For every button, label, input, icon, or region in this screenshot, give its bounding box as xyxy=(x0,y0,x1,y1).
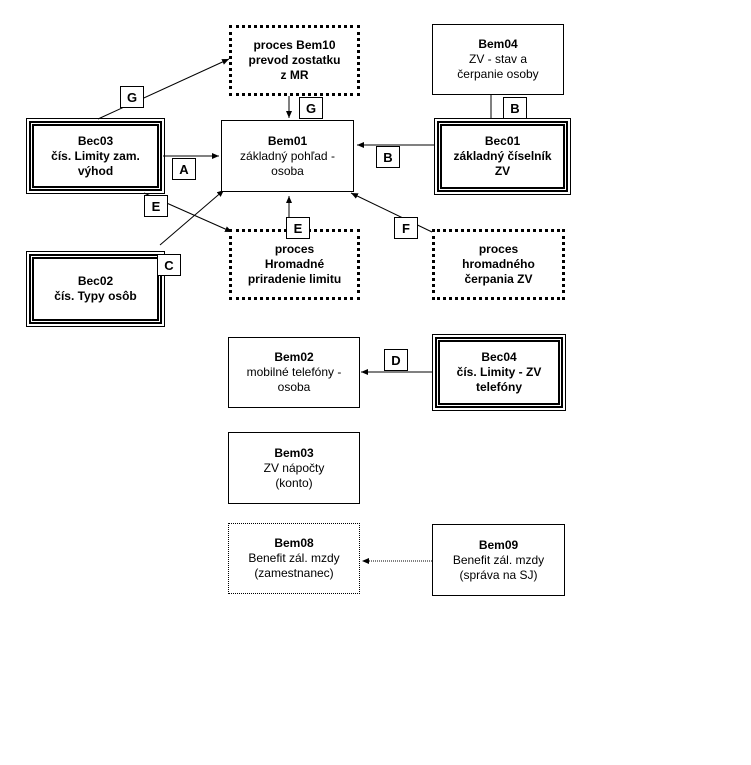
bec03-line1: čís. Limity zam. xyxy=(51,148,140,163)
bec02-line1: čís. Typy osôb xyxy=(54,289,137,303)
bem08-line1: Benefit zál. mzdy xyxy=(248,551,340,565)
label-g-top: G xyxy=(120,86,144,108)
bem09-line1: Benefit zál. mzdy xyxy=(452,552,545,567)
label-a: A xyxy=(172,158,196,180)
box-cerpanie: proces hromadného čerpania ZV xyxy=(432,229,565,300)
bem10-line1: prevod zostatku xyxy=(248,53,341,67)
bem03-code: Bem03 xyxy=(274,445,314,460)
hromadne-line2: priradenie limitu xyxy=(247,272,342,286)
box-bem09: Bem09 Benefit zál. mzdy (správa na SJ) xyxy=(432,524,565,596)
label-g-mid: G xyxy=(299,97,323,119)
box-bec01: Bec01 základný číselník ZV xyxy=(434,118,571,195)
hromadne-line1: Hromadné xyxy=(264,257,325,271)
box-bem01: Bem01 základný pohľad - osoba xyxy=(221,120,354,192)
arrow-bec03-bem10 xyxy=(97,58,230,120)
arrow-bec02-bem01 xyxy=(159,189,225,246)
bem02-line1: mobilné telefóny - xyxy=(246,365,342,379)
bec01-line2: ZV xyxy=(494,164,511,178)
hromadne-code: proces xyxy=(274,242,315,256)
bem08-line2: (zamestnanec) xyxy=(254,566,334,580)
box-bem03: Bem03 ZV nápočty (konto) xyxy=(228,432,360,504)
cerpanie-code: proces xyxy=(478,242,519,256)
bec02-code: Bec02 xyxy=(77,274,114,288)
label-f: F xyxy=(394,217,418,239)
box-bem02: Bem02 mobilné telefóny - osoba xyxy=(228,337,360,408)
bem10-code: proces Bem10 xyxy=(253,38,336,52)
label-c: C xyxy=(157,254,181,276)
bem03-line2: (konto) xyxy=(275,475,313,490)
label-b-mid: B xyxy=(376,146,400,168)
arrow-cerpanie-bem01 xyxy=(350,192,433,233)
box-bem08: Bem08 Benefit zál. mzdy (zamestnanec) xyxy=(228,523,360,594)
box-bec03: Bec03 čís. Limity zam. výhod xyxy=(26,118,165,194)
bem08-code: Bem08 xyxy=(274,536,314,550)
bec04-line1: čís. Limity - ZV xyxy=(456,365,542,379)
bem01-code: Bem01 xyxy=(267,133,308,148)
bec04-code: Bec04 xyxy=(481,350,517,364)
bem09-code: Bem09 xyxy=(478,537,519,552)
box-bec02: Bec02 čís. Typy osôb xyxy=(26,251,165,327)
box-hromadne: proces Hromadné priradenie limitu xyxy=(229,229,360,300)
label-e-mid: E xyxy=(286,217,310,239)
box-bem10: proces Bem10 prevod zostatku z MR xyxy=(229,25,360,96)
bec04-line2: telefóny xyxy=(475,380,522,394)
bec03-code: Bec03 xyxy=(77,133,114,148)
bem02-code: Bem02 xyxy=(274,350,314,364)
bec01-line1: základný číselník xyxy=(453,149,552,163)
bem04-line2: čerpanie osoby xyxy=(457,67,539,81)
bem04-code: Bem04 xyxy=(478,37,518,51)
bem09-line2: (správa na SJ) xyxy=(459,567,538,582)
label-e-left: E xyxy=(144,195,168,217)
bem04-line1: ZV - stav a xyxy=(468,52,527,66)
bem01-line1: základný pohľad - xyxy=(240,148,335,163)
bem01-line2: osoba xyxy=(271,163,304,178)
cerpanie-line1: hromadného xyxy=(462,257,535,271)
bem02-line2: osoba xyxy=(277,380,311,394)
bem10-line2: z MR xyxy=(280,68,309,82)
bec01-code: Bec01 xyxy=(484,134,521,148)
label-b-top: B xyxy=(503,97,527,119)
box-bem04: Bem04 ZV - stav a čerpanie osoby xyxy=(432,24,564,95)
cerpanie-line2: čerpania ZV xyxy=(464,272,533,286)
bec03-line2: výhod xyxy=(77,163,114,178)
bem03-line1: ZV nápočty xyxy=(263,460,325,475)
box-bec04: Bec04 čís. Limity - ZV telefóny xyxy=(432,334,566,411)
label-d: D xyxy=(384,349,408,371)
